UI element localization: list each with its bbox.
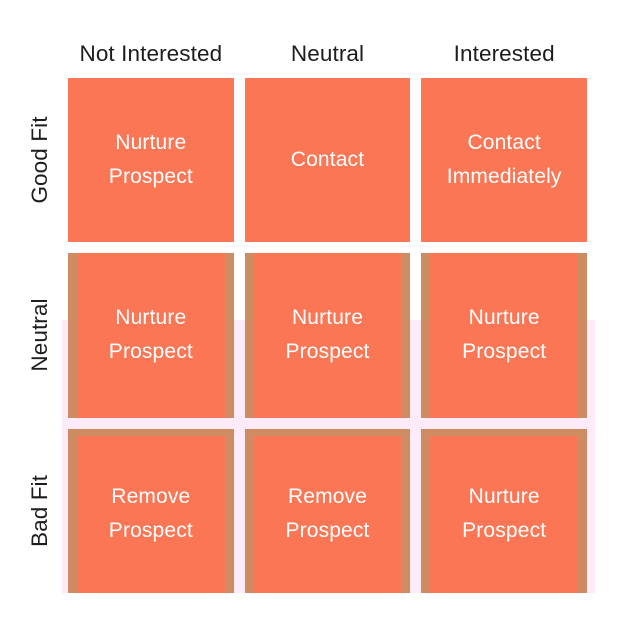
cell-line-1: Remove	[111, 485, 191, 509]
cell-line-2: Prospect	[285, 340, 370, 364]
column-header-row: Not Interested Neutral Interested	[68, 38, 587, 70]
row-header-neutral-wrap: Neutral	[16, 253, 64, 417]
row-header-column: Good Fit Neutral Bad Fit	[16, 78, 64, 593]
cell-line-1: Contact	[290, 148, 365, 172]
matrix-cell-good-fit-interested[interactable]: Contact Immediately	[421, 78, 587, 243]
matrix-cell-bad-fit-not-interested[interactable]: Remove Prospect	[68, 428, 234, 593]
column-header-interested: Interested	[453, 41, 555, 66]
cell-line-2: Prospect	[108, 340, 193, 364]
matrix-cell-label: Contact	[287, 143, 368, 177]
matrix-cell-neutral-interested[interactable]: Nurture Prospect	[421, 253, 587, 418]
matrix-cell-good-fit-not-interested[interactable]: Nurture Prospect	[68, 78, 234, 243]
row-header-bad-fit-wrap: Bad Fit	[16, 429, 64, 593]
cell-line-1: Contact	[467, 131, 541, 155]
matrix-cell-bad-fit-neutral[interactable]: Remove Prospect	[244, 428, 411, 593]
matrix-cell-bad-fit-interested[interactable]: Nurture Prospect	[421, 428, 587, 593]
cell-line-1: Remove	[287, 485, 368, 509]
cell-line-1: Nurture	[468, 306, 540, 330]
cell-line-2: Immediately	[446, 165, 562, 189]
matrix-cell-neutral-not-interested[interactable]: Nurture Prospect	[68, 253, 234, 418]
row-header-bad-fit: Bad Fit	[27, 474, 52, 547]
matrix-cell-label: Nurture Prospect	[281, 301, 373, 369]
row-header-good-fit-wrap: Good Fit	[16, 78, 64, 242]
cell-line-1: Nurture	[291, 306, 364, 330]
cell-line-2: Prospect	[285, 519, 370, 543]
matrix-cell-neutral-neutral[interactable]: Nurture Prospect	[244, 253, 411, 418]
cell-line-1: Nurture	[115, 131, 187, 155]
matrix-cell-label: Nurture Prospect	[105, 301, 197, 369]
column-header-not-interested: Not Interested	[79, 41, 223, 66]
matrix-grid: Nurture Prospect Contact Contact Immedia…	[68, 78, 587, 593]
matrix-cell-label: Nurture Prospect	[458, 301, 550, 369]
cell-line-1: Nurture	[468, 485, 540, 509]
row-header-neutral: Neutral	[27, 298, 52, 373]
column-header-neutral: Neutral	[290, 41, 365, 66]
row-header-good-fit: Good Fit	[27, 116, 52, 204]
matrix-cell-label: Nurture Prospect	[105, 126, 197, 194]
matrix-cell-good-fit-neutral[interactable]: Contact	[244, 78, 411, 243]
cell-line-1: Nurture	[115, 306, 187, 330]
matrix-cell-label: Nurture Prospect	[458, 480, 550, 548]
cell-line-2: Prospect	[462, 340, 547, 364]
matrix-cell-label: Contact Immediately	[443, 126, 566, 194]
cell-line-2: Prospect	[108, 519, 193, 543]
cell-line-2: Prospect	[462, 519, 547, 543]
cell-line-2: Prospect	[108, 165, 193, 189]
matrix-cell-label: Remove Prospect	[105, 480, 197, 548]
matrix-cell-label: Remove Prospect	[281, 480, 373, 548]
